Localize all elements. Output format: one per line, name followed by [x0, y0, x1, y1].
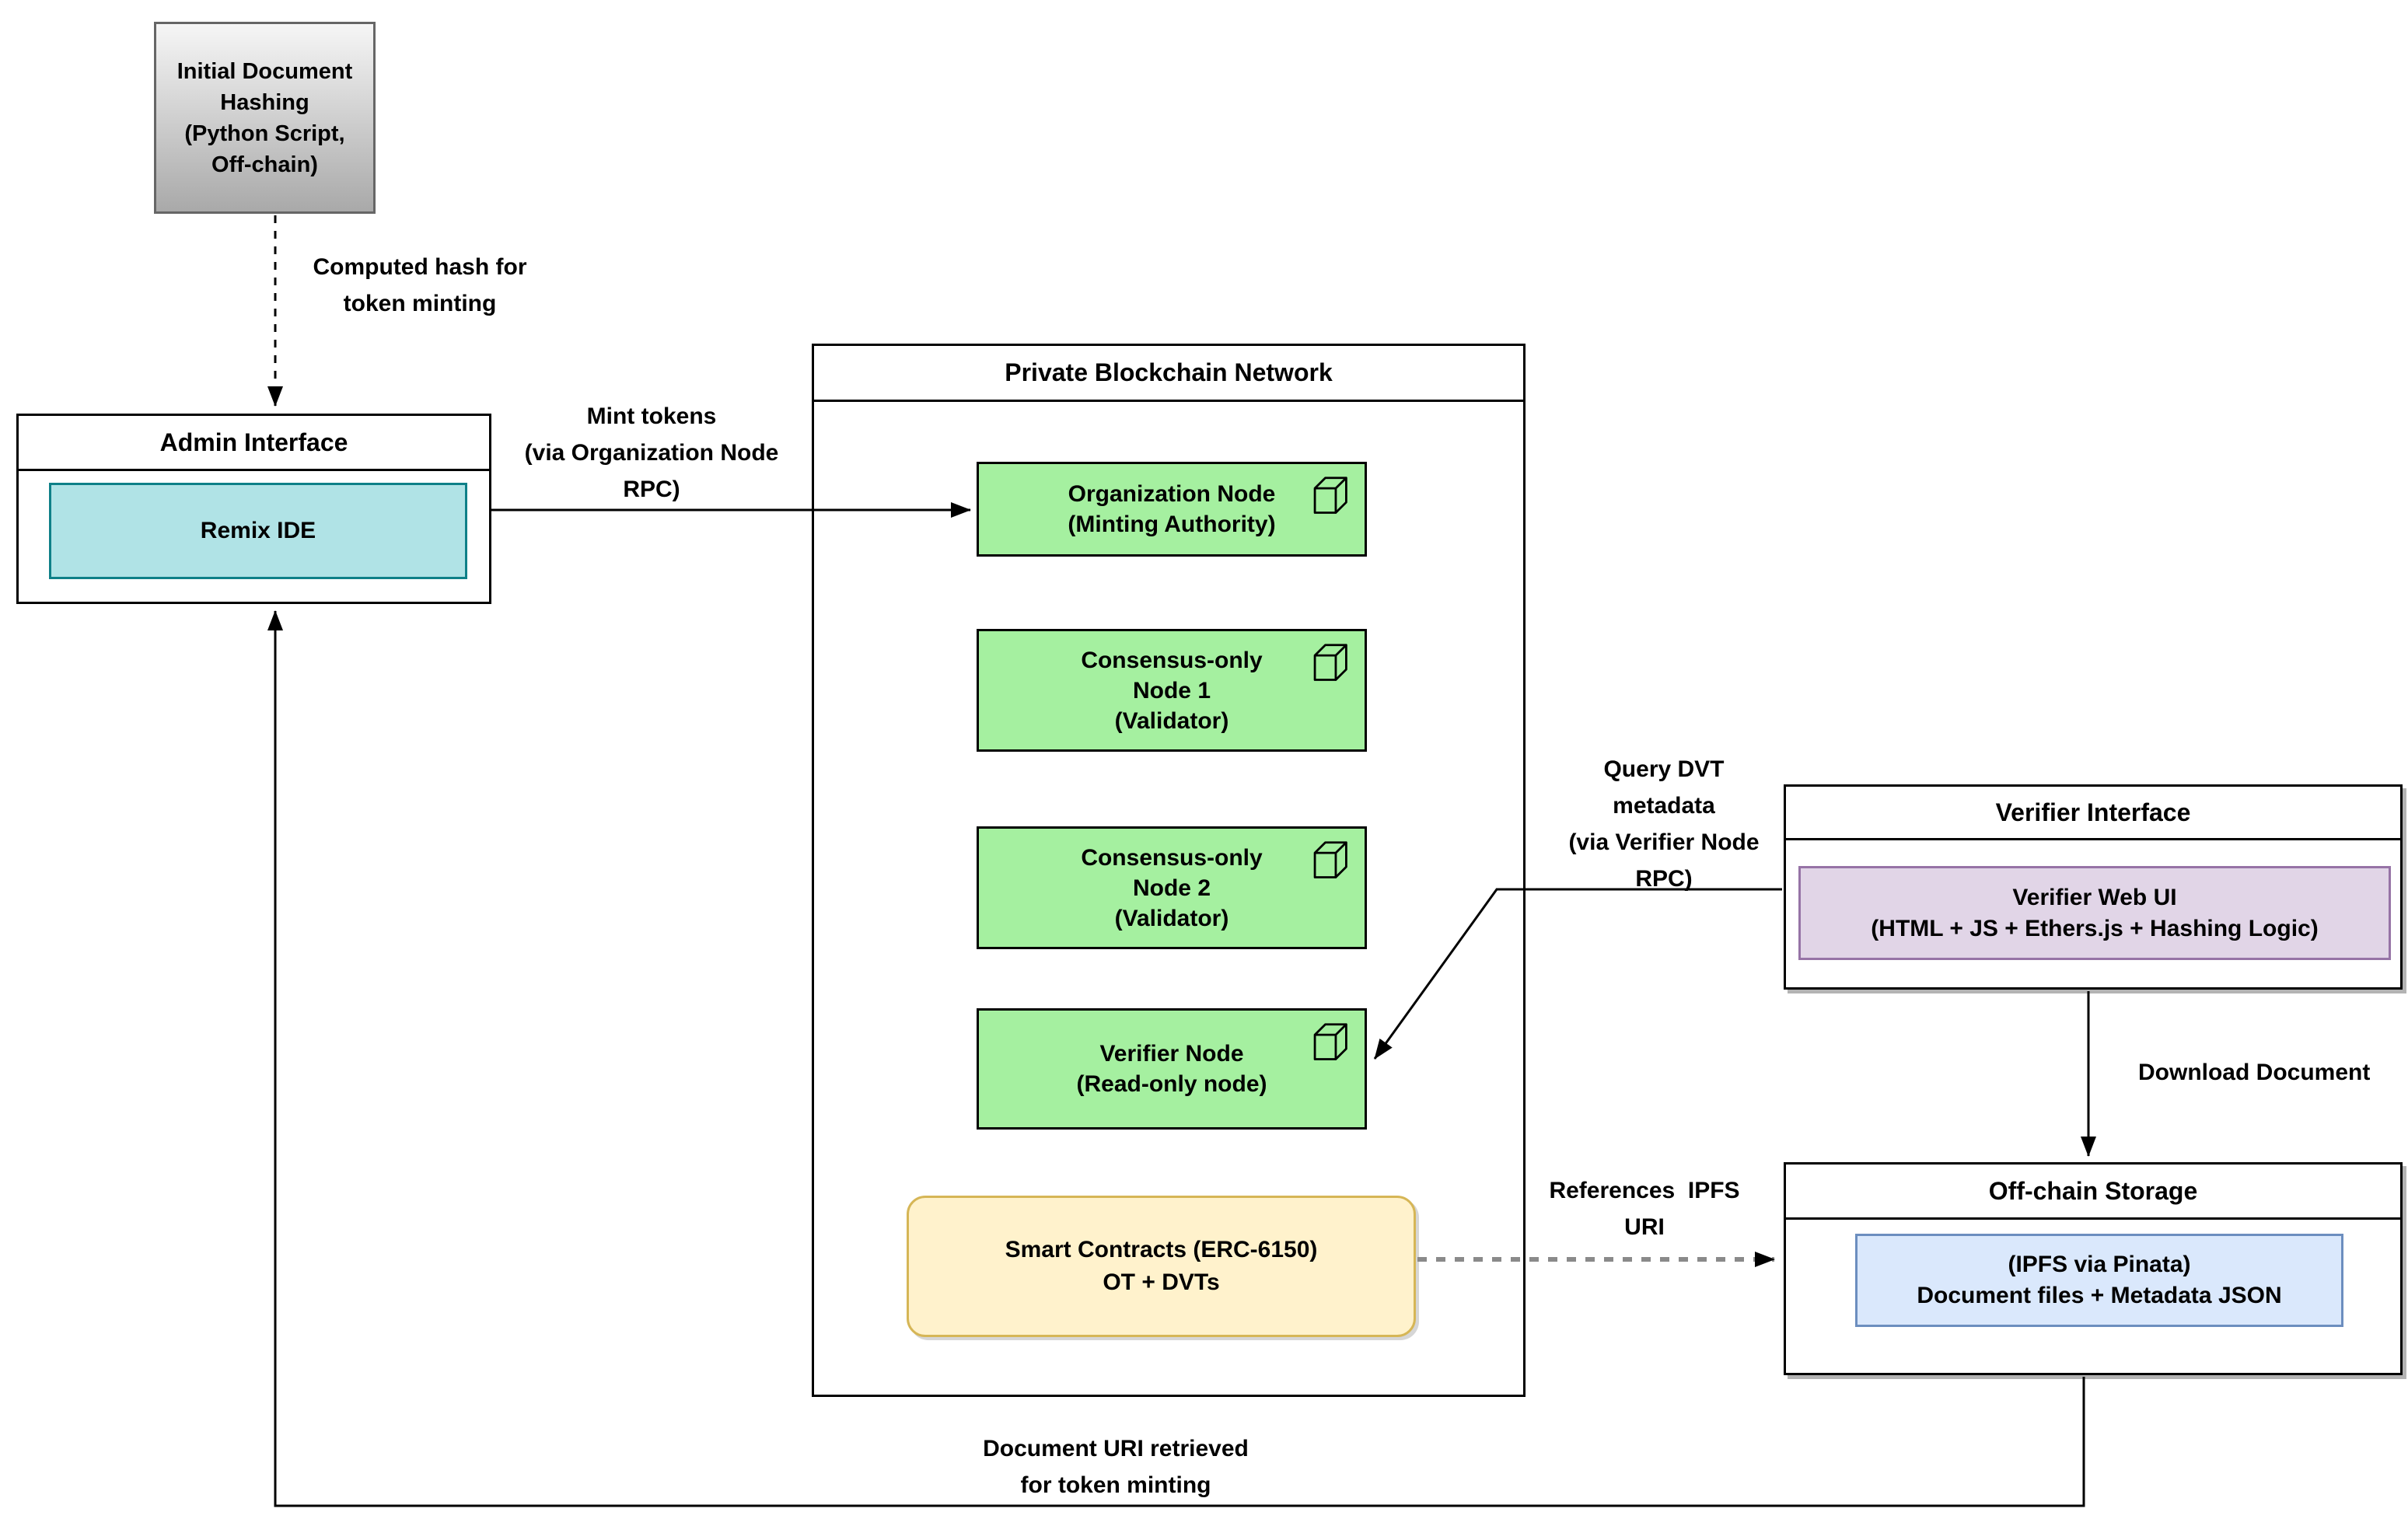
- verifier-web-ui-label: Verifier Web UI (HTML + JS + Ethers.js +…: [1871, 884, 2319, 941]
- cube-icon: [1313, 841, 1347, 878]
- offchain-storage-panel: Off-chain Storage (IPFS via Pinata) Docu…: [1784, 1162, 2403, 1375]
- ipfs-pinata-node: (IPFS via Pinata) Document files + Metad…: [1855, 1234, 2343, 1327]
- verifier-interface-panel: Verifier Interface Verifier Web UI (HTML…: [1784, 784, 2403, 990]
- remix-ide-node: Remix IDE: [49, 483, 467, 579]
- ipfs-pinata-label: (IPFS via Pinata) Document files + Metad…: [1917, 1252, 2282, 1308]
- consensus-node-2-label: Consensus-only Node 2 (Validator): [1081, 844, 1263, 931]
- consensus-node-1-label: Consensus-only Node 1 (Validator): [1081, 647, 1263, 734]
- admin-interface-panel: Admin Interface Remix IDE: [16, 414, 491, 604]
- references-ipfs-label: References IPFS URI: [1549, 1178, 1740, 1240]
- verifier-node: Verifier Node (Read-only node): [977, 1008, 1367, 1130]
- admin-interface-title: Admin Interface: [19, 416, 489, 471]
- consensus-node-1: Consensus-only Node 1 (Validator): [977, 629, 1367, 752]
- cube-icon: [1313, 1023, 1347, 1060]
- offchain-storage-title: Off-chain Storage: [1786, 1165, 2400, 1220]
- download-document-label: Download Document: [2138, 1060, 2371, 1085]
- remix-ide-label: Remix IDE: [200, 518, 316, 543]
- mint-tokens-label: Mint tokens (via Organization Node RPC): [524, 403, 779, 502]
- query-dvt-label: Query DVT metadata (via Verifier Node RP…: [1568, 756, 1760, 892]
- cube-icon: [1313, 644, 1347, 681]
- initial-document-hashing-label: Initial Document Hashing (Python Script,…: [176, 58, 353, 177]
- verifier-node-label: Verifier Node (Read-only node): [1076, 1041, 1267, 1097]
- organization-node-label: Organization Node (Minting Authority): [1068, 481, 1276, 537]
- blockchain-network-title: Private Blockchain Network: [814, 346, 1523, 402]
- cube-icon: [1313, 477, 1347, 514]
- smart-contracts-label: Smart Contracts (ERC-6150) OT + DVTs: [1005, 1237, 1318, 1295]
- smart-contracts-node: Smart Contracts (ERC-6150) OT + DVTs: [907, 1196, 1416, 1337]
- verifier-interface-title: Verifier Interface: [1786, 787, 2400, 840]
- organization-node: Organization Node (Minting Authority): [977, 462, 1367, 557]
- verifier-web-ui-node: Verifier Web UI (HTML + JS + Ethers.js +…: [1798, 866, 2391, 960]
- computed-hash-label: Computed hash for token minting: [313, 254, 527, 316]
- document-uri-label: Document URI retrieved for token minting: [983, 1436, 1249, 1498]
- initial-document-hashing-node: Initial Document Hashing (Python Script,…: [154, 22, 376, 214]
- consensus-node-2: Consensus-only Node 2 (Validator): [977, 826, 1367, 949]
